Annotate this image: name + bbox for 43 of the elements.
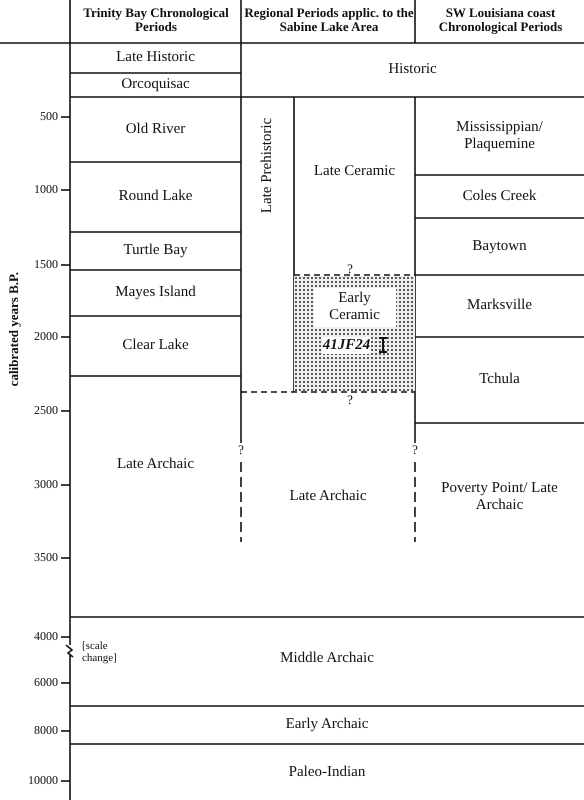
column-header: Regional Periods applic. to the Sabine Lake Area <box>243 6 415 35</box>
period-name: Early Ceramic <box>314 288 396 326</box>
period-name: Paleo-Indian <box>288 764 366 782</box>
site-label: 41JF24 <box>322 336 372 354</box>
period-name: Baytown <box>472 238 527 256</box>
period-name: Turtle Bay <box>123 242 188 260</box>
note: [scale change] <box>82 640 118 664</box>
uncertainty-mark: ? <box>346 262 354 276</box>
period-name: Mayes Island <box>115 284 196 302</box>
tick-label: 6000 <box>33 676 58 690</box>
axis-title: calibrated years B.P. <box>6 270 22 388</box>
period-name: Old River <box>126 120 186 138</box>
shaded-period-cell <box>294 276 415 391</box>
tick-label: 1500 <box>33 258 58 272</box>
period-name: Coles Creek <box>462 188 536 206</box>
tick-label: 8000 <box>33 724 58 738</box>
period-name: Early Archaic <box>286 716 368 734</box>
column-header: Trinity Bay Chronological Periods <box>82 6 230 35</box>
uncertainty-mark: ? <box>237 443 245 458</box>
tick-label: 2500 <box>33 404 58 418</box>
tick-label: 10000 <box>27 774 58 788</box>
tick-label: 500 <box>39 110 58 124</box>
period-name: Marksville <box>467 297 532 315</box>
uncertainty-mark: ? <box>411 443 419 458</box>
period-name: Poverty Point/ Late Archaic <box>440 480 559 514</box>
period-name: Late Historic <box>116 49 195 67</box>
tick-label: 1000 <box>33 183 58 196</box>
period-name: Late Prehistoric <box>259 118 276 214</box>
period-name: Late Archaic <box>289 488 367 506</box>
column-header: SW Louisiana coast Chronological Periods <box>438 6 564 35</box>
period-name: Middle Archaic <box>280 650 374 668</box>
tick-label: 3500 <box>33 551 58 564</box>
tick-label: 4000 <box>33 630 58 644</box>
period-name: Tchula <box>479 371 520 389</box>
period-name: Late Archaic <box>116 456 194 474</box>
period-name: Mississippian/ Plaquemine <box>455 118 544 154</box>
period-name: Late Ceramic <box>314 163 396 181</box>
tick-label: 3000 <box>33 478 58 492</box>
period-name: Clear Lake <box>122 337 189 355</box>
period-name: Historic <box>388 61 437 79</box>
period-name: Orcoquisac <box>121 76 190 94</box>
period-name: Round Lake <box>118 188 192 206</box>
uncertainty-mark: ? <box>346 393 354 408</box>
